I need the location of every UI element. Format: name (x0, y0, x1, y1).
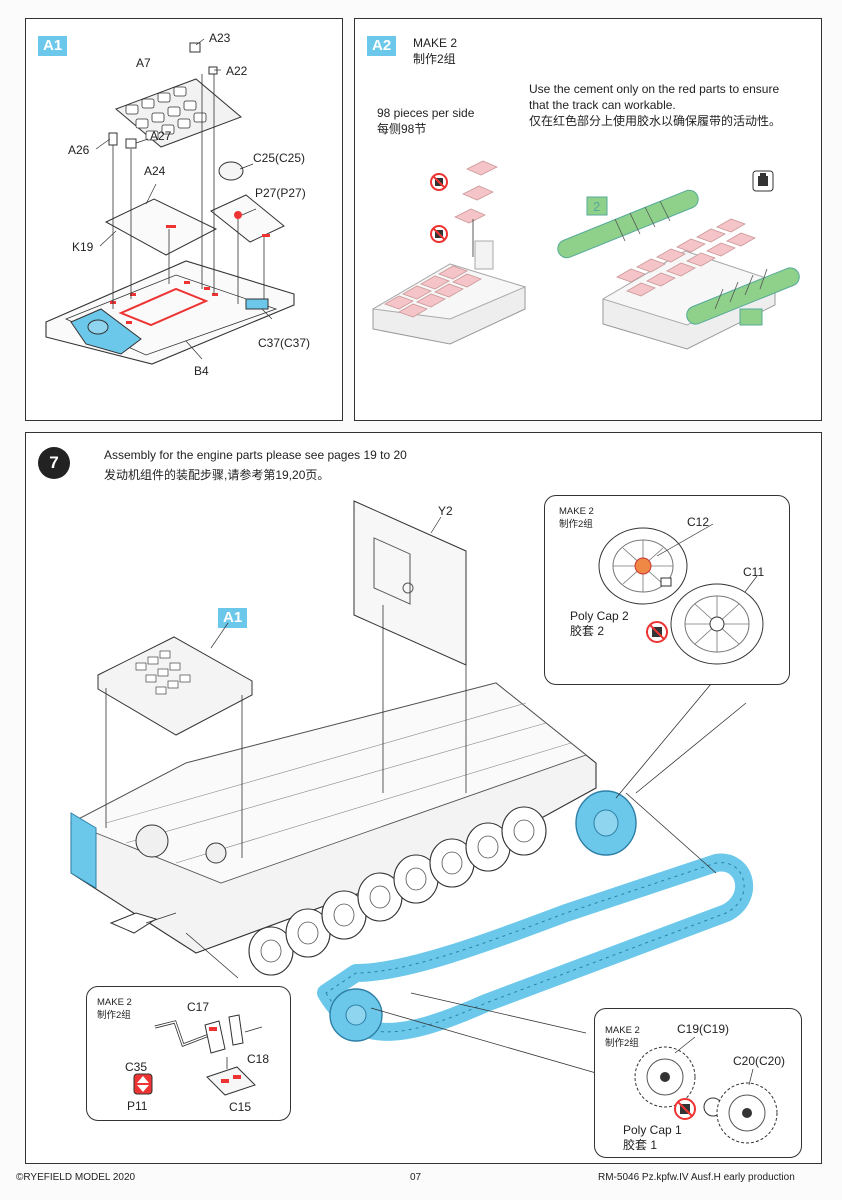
step7-panel: 7 Assembly for the engine parts please s… (25, 432, 822, 1164)
footer-copyright: ©RYEFIELD MODEL 2020 (16, 1172, 136, 1183)
callout-road-wheel: MAKE 2 制作2组 C12 C11 Poly Cap 2 胶套 2 (544, 495, 790, 685)
label-poly-cap-2: Poly Cap 2 (570, 609, 629, 623)
callout-wheel-make-cn: 制作2组 (559, 519, 593, 530)
panel-a2: A2 MAKE 2 制作2组 98 pieces per side 每侧98节 … (354, 18, 822, 421)
a2-pieces-label: 98 pieces per side (377, 106, 475, 120)
label-a22: A22 (226, 64, 248, 78)
label-a26: A26 (68, 143, 90, 157)
callout-sprocket-make: MAKE 2 (605, 1025, 640, 1036)
label-y2: Y2 (438, 504, 453, 518)
road-wheel (248, 806, 547, 976)
label-poly-cap-1: Poly Cap 1 (623, 1123, 682, 1137)
label-c25: C25(C25) (253, 151, 306, 165)
label-c11: C11 (743, 565, 765, 579)
footer-page-number: 07 (410, 1172, 422, 1183)
label-b4: B4 (194, 364, 209, 378)
step-number: 7 (49, 453, 59, 472)
callout-sprocket: MAKE 2 制作2组 C19(C19) C20(C20) Poly Cap 1… (594, 1008, 802, 1158)
label-poly-cap-2-cn: 胶套 2 (570, 624, 605, 638)
label-p27: P27(P27) (255, 186, 306, 200)
step7-title-cn: 发动机组件的装配步骤,请参考第19,20页。 (104, 468, 330, 482)
a2-cement-note-cn: 仅在红色部分上使用胶水以确保履带的活动性。 (529, 114, 782, 128)
step-number-badge: 7 (38, 447, 70, 479)
label-c15: C15 (229, 1100, 252, 1114)
step7-title-en: Assembly for the engine parts please see… (104, 448, 407, 462)
no-glue-icon (674, 1098, 696, 1120)
no-glue-icon (646, 621, 668, 643)
label-p11: P11 (127, 1099, 148, 1113)
step7-tag-a1: A1 (218, 608, 248, 628)
label-c19: C19(C19) (677, 1022, 730, 1036)
callout-idler-arm: MAKE 2 制作2组 C17 C35 C18 P11 C15 (86, 986, 291, 1121)
label-k19: K19 (72, 240, 94, 254)
label-a7: A7 (136, 56, 151, 70)
label-a23: A23 (209, 31, 231, 45)
wheel-exploded-view (598, 523, 764, 665)
label-a24: A24 (144, 164, 166, 178)
svg-text:2: 2 (593, 199, 600, 214)
label-c17: C17 (187, 1000, 210, 1014)
label-poly-cap-1-cn: 胶套 1 (623, 1138, 658, 1152)
a2-cement-note-line2: that the track can workable. (529, 98, 676, 112)
a2-track-jig-diagram: 2 (371, 160, 800, 350)
label-c12: C12 (687, 515, 710, 529)
label-c18: C18 (247, 1052, 270, 1066)
tag-a2: A2 (367, 36, 397, 56)
a2-pieces-cn-label: 每侧98节 (377, 122, 427, 136)
a2-make-label: MAKE 2 (413, 36, 458, 50)
callout-wheel-make: MAKE 2 (559, 506, 594, 517)
label-c20: C20(C20) (733, 1054, 786, 1068)
callout-idler-make: MAKE 2 (97, 997, 132, 1008)
no-glue-icon (430, 173, 448, 243)
track-strip-a7 (115, 78, 242, 148)
callout-idler-make-cn: 制作2组 (97, 1010, 131, 1021)
step7-hull-assembly-diagram (69, 500, 753, 1074)
label-c35: C35 (125, 1060, 148, 1074)
a2-make-cn-label: 制作2组 (413, 52, 456, 66)
panel-a1: A1 (25, 18, 343, 421)
idler-exploded-view (133, 1014, 263, 1096)
footer-product-code: RM-5046 Pz.kpfw.IV Ausf.H early producti… (598, 1172, 795, 1183)
cement-icon (133, 1073, 153, 1095)
label-a27: A27 (150, 129, 172, 143)
a1-exploded-diagram (45, 38, 295, 365)
a2-cement-note-line1: Use the cement only on the red parts to … (529, 82, 780, 96)
sprocket-exploded-view (634, 1036, 778, 1144)
label-c37: C37(C37) (258, 336, 311, 350)
tag-a1: A1 (38, 36, 68, 56)
callout-sprocket-make-cn: 制作2组 (605, 1038, 639, 1049)
